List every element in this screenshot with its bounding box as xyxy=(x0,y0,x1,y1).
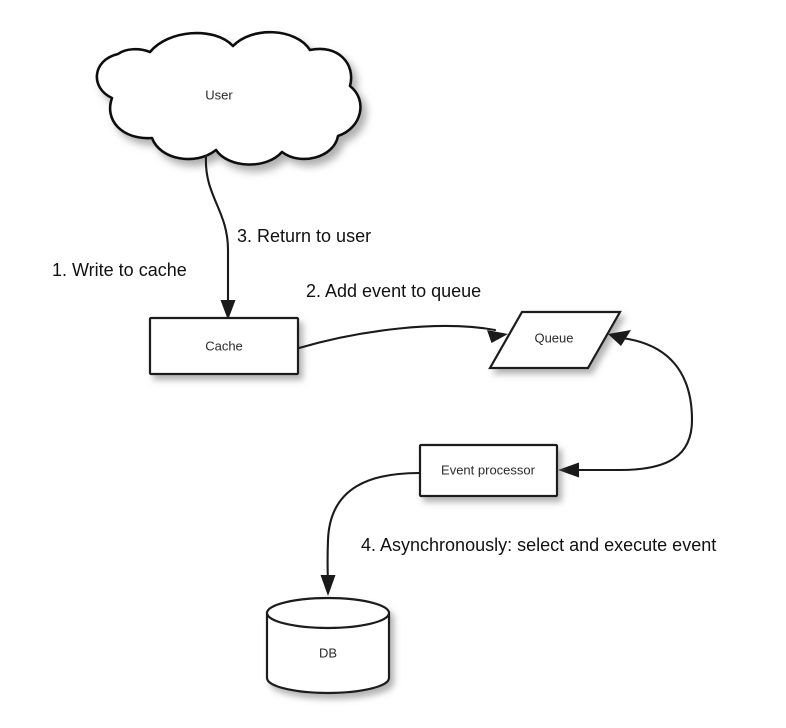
node-cache-label: Cache xyxy=(205,338,243,353)
edge-label-step-3: 3. Return to user xyxy=(237,226,371,246)
node-queue[interactable]: Queue xyxy=(488,310,622,370)
edge-label-step-2: 2. Add event to queue xyxy=(306,281,481,301)
arrow-head-cache xyxy=(220,300,236,320)
edge-event-processor-to-db xyxy=(320,471,421,596)
arrow-head-event-processor xyxy=(558,462,579,478)
edge-cache-to-queue xyxy=(297,324,508,350)
arrow-head-db xyxy=(320,575,336,596)
edge-user-to-cache xyxy=(204,154,236,320)
node-queue-label: Queue xyxy=(534,330,573,345)
edge-label-step-1: 1. Write to cache xyxy=(52,260,187,280)
node-event-processor[interactable]: Event processor xyxy=(418,443,559,498)
node-db[interactable]: DB xyxy=(265,596,391,695)
edge-label-step-4: 4. Asynchronously: select and execute ev… xyxy=(361,535,716,555)
node-user-label: User xyxy=(205,87,233,102)
edge-queue-event-processor-loop xyxy=(558,330,694,478)
node-db-label: DB xyxy=(319,645,337,660)
arrow-head-queue-left xyxy=(487,330,508,343)
node-cache[interactable]: Cache xyxy=(148,316,300,376)
arrow-head-queue-right xyxy=(608,330,631,346)
node-event-processor-label: Event processor xyxy=(441,462,536,477)
node-user[interactable]: User xyxy=(95,30,362,166)
